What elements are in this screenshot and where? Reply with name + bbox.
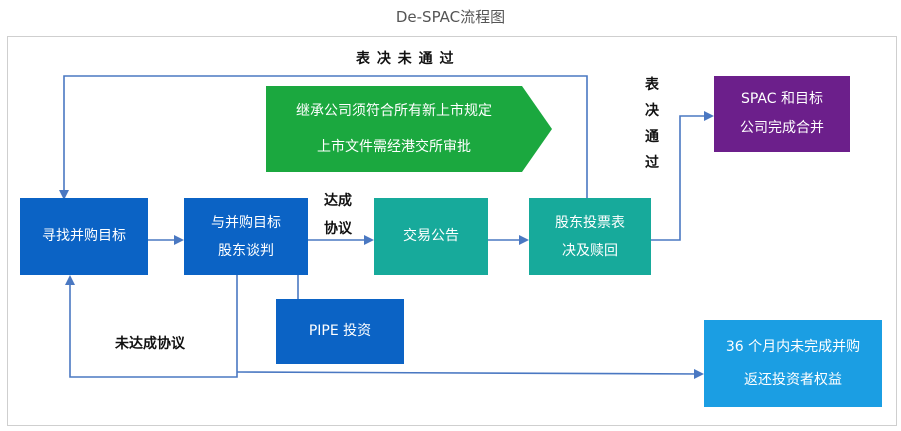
node-merge-complete: SPAC 和目标 公司完成合并 [714,76,850,152]
node-return-capital: 36 个月内未完成并购 返还投资者权益 [704,320,882,407]
rules-line-2: 上市文件需经港交所审批 [317,139,471,155]
label-agreement-line-2: 协议 [324,221,352,237]
node-merge-line-2: 公司完成合并 [740,120,824,136]
node-return-line-2: 返还投资者权益 [744,371,842,388]
label-agreement-line-1: 达成 [324,193,352,209]
arrow-vote-failed-loop [59,75,588,200]
node-find-target: 寻找并购目标 [20,198,148,275]
node-merge-line-1: SPAC 和目标 [741,90,823,107]
node-return-line-1: 36 个月内未完成并购 [725,339,861,356]
node-pipe-label: PIPE 投资 [308,323,372,340]
node-vote-redemption: 股东投票表 决及赎回 [529,198,651,275]
diagram-title: De-SPAC流程图 [395,8,506,26]
label-vote-passed: 表决通过 [645,77,659,171]
node-announcement-label: 交易公告 [403,228,459,245]
label-vote-failed: 表 决 未 通 过 [356,51,455,67]
node-vote-line-1: 股东投票表 [555,214,625,231]
node-pipe-investment: PIPE 投资 [276,299,404,364]
rules-banner-shape [266,86,552,172]
arrow-to-return [236,368,704,379]
node-announcement: 交易公告 [374,198,488,275]
arrow-no-agreement-loop [65,275,238,378]
arrow-vote-to-merge [651,111,714,241]
node-vote-line-2: 决及赎回 [562,242,618,259]
node-negotiate: 与并购目标 股东谈判 [184,198,308,275]
rules-line-1: 继承公司须符合所有新上市规定 [296,102,492,119]
listing-rules-banner: 继承公司须符合所有新上市规定 上市文件需经港交所审批 [266,86,522,172]
node-find-target-label: 寻找并购目标 [42,228,126,245]
node-negotiate-line-2: 股东谈判 [218,242,274,259]
node-negotiate-line-1: 与并购目标 [211,214,281,231]
label-no-agreement: 未达成协议 [115,336,185,352]
